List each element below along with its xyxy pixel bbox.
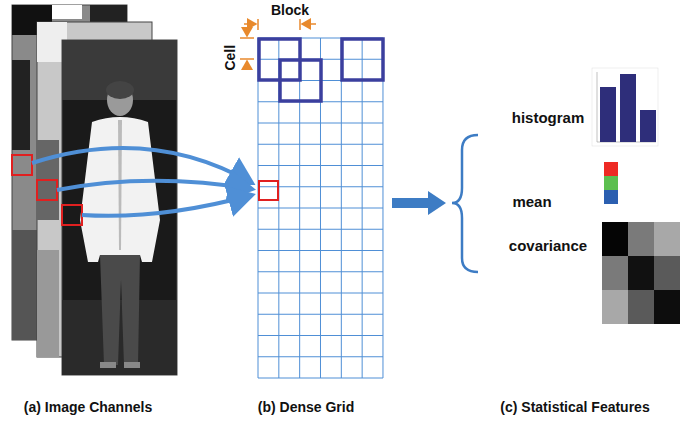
dimension-arrow xyxy=(244,23,256,25)
block xyxy=(280,60,321,101)
grid-line xyxy=(258,229,383,230)
grid-line xyxy=(258,271,383,272)
dimension-arrow xyxy=(246,61,248,70)
sample-box xyxy=(37,180,57,200)
grid-line xyxy=(258,186,383,187)
grid-line xyxy=(258,144,383,145)
feature-label: covariance xyxy=(509,238,587,255)
histogram-chart xyxy=(592,68,658,146)
matrix-cell xyxy=(654,290,680,324)
grid-line xyxy=(258,123,383,124)
panel-caption: (b) Dense Grid xyxy=(258,400,354,415)
mean-color xyxy=(604,190,618,204)
dense-grid xyxy=(258,38,383,378)
feature-label: histogram xyxy=(512,110,585,127)
matrix-cell xyxy=(654,222,680,256)
block-label: Block xyxy=(271,3,309,18)
block xyxy=(342,39,383,80)
cell-label: Cell xyxy=(223,45,238,71)
panel-caption: (c) Statistical Features xyxy=(500,400,649,415)
dimension-tick xyxy=(257,19,259,30)
grid-line xyxy=(258,314,383,315)
flow-arrow xyxy=(392,191,446,215)
matrix-cell xyxy=(602,222,628,256)
sample-box xyxy=(12,155,32,175)
dimension-tick xyxy=(299,19,301,30)
grid-line xyxy=(258,378,383,379)
panel-caption: (a) Image Channels xyxy=(24,400,152,415)
matrix-cell xyxy=(628,290,654,324)
mean-color xyxy=(604,162,618,176)
matrix-cell xyxy=(628,256,654,290)
sample-box xyxy=(62,205,82,225)
dimension-tick xyxy=(240,58,254,60)
mean-color xyxy=(604,176,618,190)
dimension-arrow xyxy=(302,23,316,25)
brace xyxy=(452,135,478,272)
matrix-cell xyxy=(654,256,680,290)
mapping-arrow xyxy=(32,148,252,183)
matrix-cell xyxy=(602,290,628,324)
grid-line xyxy=(258,293,383,294)
grid-line xyxy=(258,208,383,209)
matrix-cell xyxy=(602,256,628,290)
grid-line xyxy=(258,335,383,336)
matrix-cell xyxy=(628,222,654,256)
dimension-arrow xyxy=(246,28,248,36)
feature-label: mean xyxy=(512,194,551,211)
grid-cell-highlight xyxy=(259,181,278,200)
grid-line xyxy=(258,356,383,357)
mapping-arrow xyxy=(82,195,252,216)
covariance-matrix xyxy=(602,222,680,324)
grid-line xyxy=(258,165,383,166)
image-channel xyxy=(62,40,177,375)
mapping-arrow xyxy=(57,181,252,190)
dimension-tick xyxy=(240,37,254,39)
grid-line xyxy=(258,250,383,251)
